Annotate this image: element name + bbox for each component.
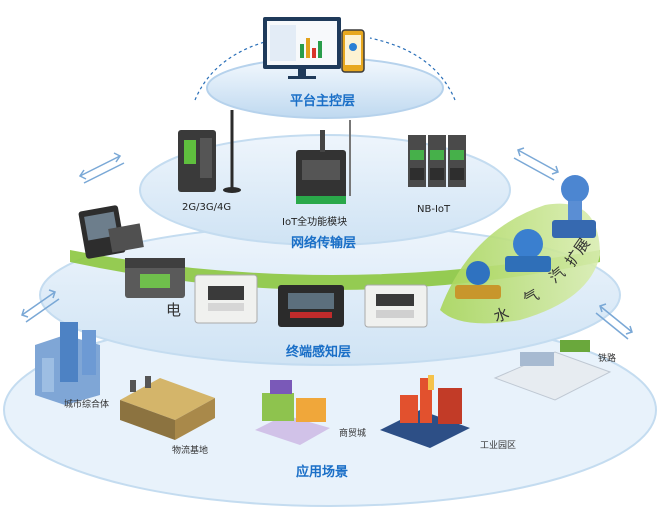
application-layer-title: 应用场景 <box>296 465 349 480</box>
iot-module-icon <box>296 120 351 204</box>
network-layer-title: 网络传输层 <box>291 236 357 251</box>
device-label-cellular: 2G/3G/4G <box>182 202 232 213</box>
phone-icon <box>341 29 365 73</box>
scene-label-railway: 铁路 <box>598 354 617 364</box>
scene-label-trade-city: 商贸城 <box>339 429 367 439</box>
monitor-icon <box>263 17 341 79</box>
terminal-layer-title: 终端感知层 <box>286 345 352 360</box>
electromagnetic-flowmeter-icon <box>552 175 596 238</box>
nb-iot-module-icon <box>408 135 466 187</box>
device-label-iot-module: IoT全功能模块 <box>282 217 348 228</box>
platform-layer-title: 平台主控层 <box>290 94 356 109</box>
bidirectional-arrow-icon <box>513 147 559 181</box>
device-label-nb-iot: NB-IoT <box>417 204 451 215</box>
bidirectional-arrow-icon <box>78 152 125 184</box>
train-icon <box>493 340 612 401</box>
warehouse-icon <box>120 376 215 440</box>
power-meter-icon <box>364 284 428 328</box>
meter-icon <box>125 258 185 298</box>
scene-label-logistics: 物流基地 <box>172 446 209 456</box>
mall-icon <box>255 380 330 445</box>
factory-icon <box>380 375 470 448</box>
power-meter-icon <box>194 274 258 324</box>
water-meter-icon <box>455 261 501 299</box>
smart-meter-display-icon <box>78 205 144 259</box>
scene-label-urban-complex: 城市综合体 <box>64 400 110 410</box>
power-meter-icon <box>278 285 344 327</box>
scene-label-industrial-park: 工业园区 <box>480 441 517 451</box>
bidirectional-arrow-icon <box>595 303 633 340</box>
flow-meter-icon <box>505 229 551 272</box>
terminal-label-electric: 电 <box>166 301 182 319</box>
building-icon <box>35 322 100 405</box>
bidirectional-arrow-icon <box>21 289 60 323</box>
router-icon <box>178 110 241 193</box>
